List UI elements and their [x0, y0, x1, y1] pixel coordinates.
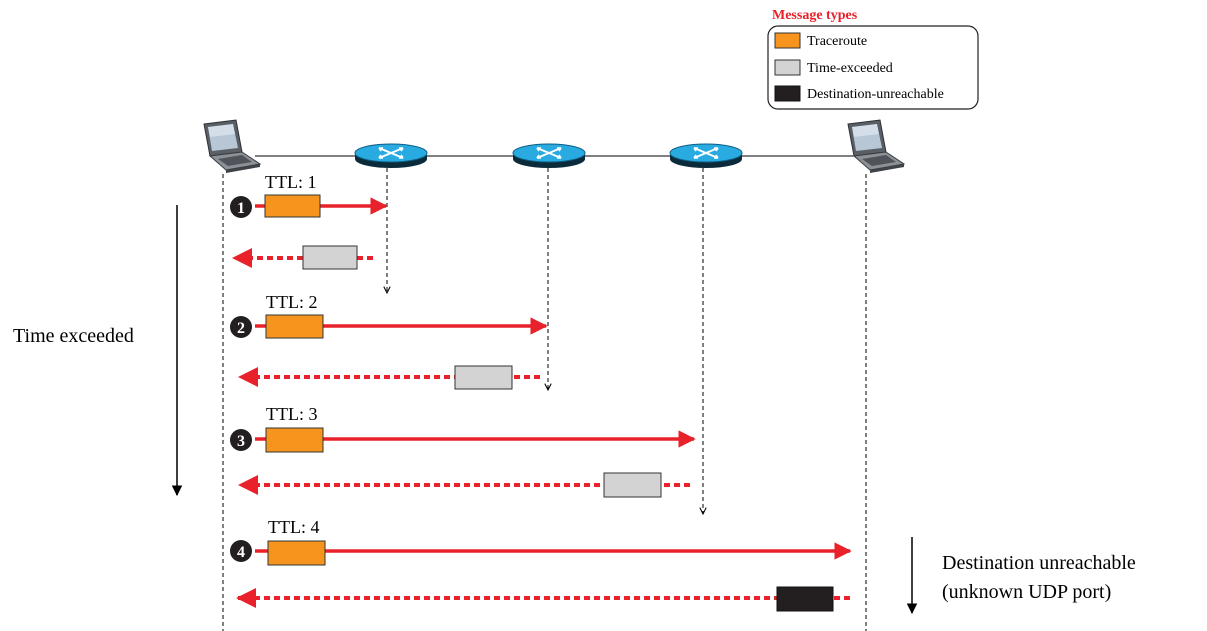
- step-4: TTL: 4 4: [230, 517, 852, 612]
- router-icon: [669, 143, 743, 169]
- router-icon: [512, 143, 586, 169]
- legend-item-destination-unreachable: Destination-unreachable: [774, 85, 944, 102]
- legend-title: Message types: [772, 8, 858, 23]
- laptop-icon: [847, 119, 905, 174]
- destination-unreachable-label: Destination unreachable: [942, 552, 1136, 574]
- legend-box: [767, 25, 979, 110]
- step-2: TTL: 2 2: [230, 292, 548, 390]
- legend-swatch-destination-unreachable: [774, 85, 801, 102]
- time-exceeded-packet: [603, 472, 662, 498]
- traceroute-packet: [265, 427, 324, 453]
- step-number: 4: [237, 544, 245, 561]
- step-number: 3: [237, 433, 245, 450]
- unknown-udp-port-label: (unknown UDP port): [942, 581, 1111, 603]
- step-number: 2: [237, 320, 245, 337]
- legend-swatch-time-exceeded: [774, 59, 801, 76]
- legend-label: Traceroute: [807, 34, 867, 49]
- step-3: TTL: 3 3: [230, 404, 696, 498]
- laptop-icon: [203, 119, 261, 174]
- traceroute-packet: [267, 540, 326, 566]
- legend: Message types Traceroute Time-exceeded D…: [767, 8, 979, 110]
- traceroute-packet: [265, 314, 324, 339]
- legend-label: Destination-unreachable: [807, 87, 944, 102]
- legend-label: Time-exceeded: [807, 61, 893, 76]
- number-badge: [230, 540, 252, 562]
- time-exceeded-packet: [302, 245, 358, 270]
- destination-unreachable-packet: [776, 586, 834, 612]
- legend-item-traceroute: Traceroute: [774, 32, 867, 49]
- ttl-label: TTL: 2: [266, 292, 318, 312]
- ttl-label: TTL: 3: [266, 404, 318, 424]
- step-number: 1: [237, 200, 245, 217]
- ttl-label: TTL: 1: [265, 172, 317, 192]
- number-badge: [230, 429, 252, 451]
- number-badge: [230, 196, 252, 218]
- router-icon: [354, 143, 428, 169]
- time-exceeded-packet: [454, 365, 513, 390]
- legend-swatch-traceroute: [774, 32, 801, 49]
- step-1: TTL: 1 1: [230, 172, 388, 270]
- legend-item-time-exceeded: Time-exceeded: [774, 59, 893, 76]
- ttl-label: TTL: 4: [268, 517, 320, 537]
- traceroute-packet: [264, 194, 321, 218]
- time-exceeded-label: Time exceeded: [13, 325, 134, 347]
- number-badge: [230, 316, 252, 338]
